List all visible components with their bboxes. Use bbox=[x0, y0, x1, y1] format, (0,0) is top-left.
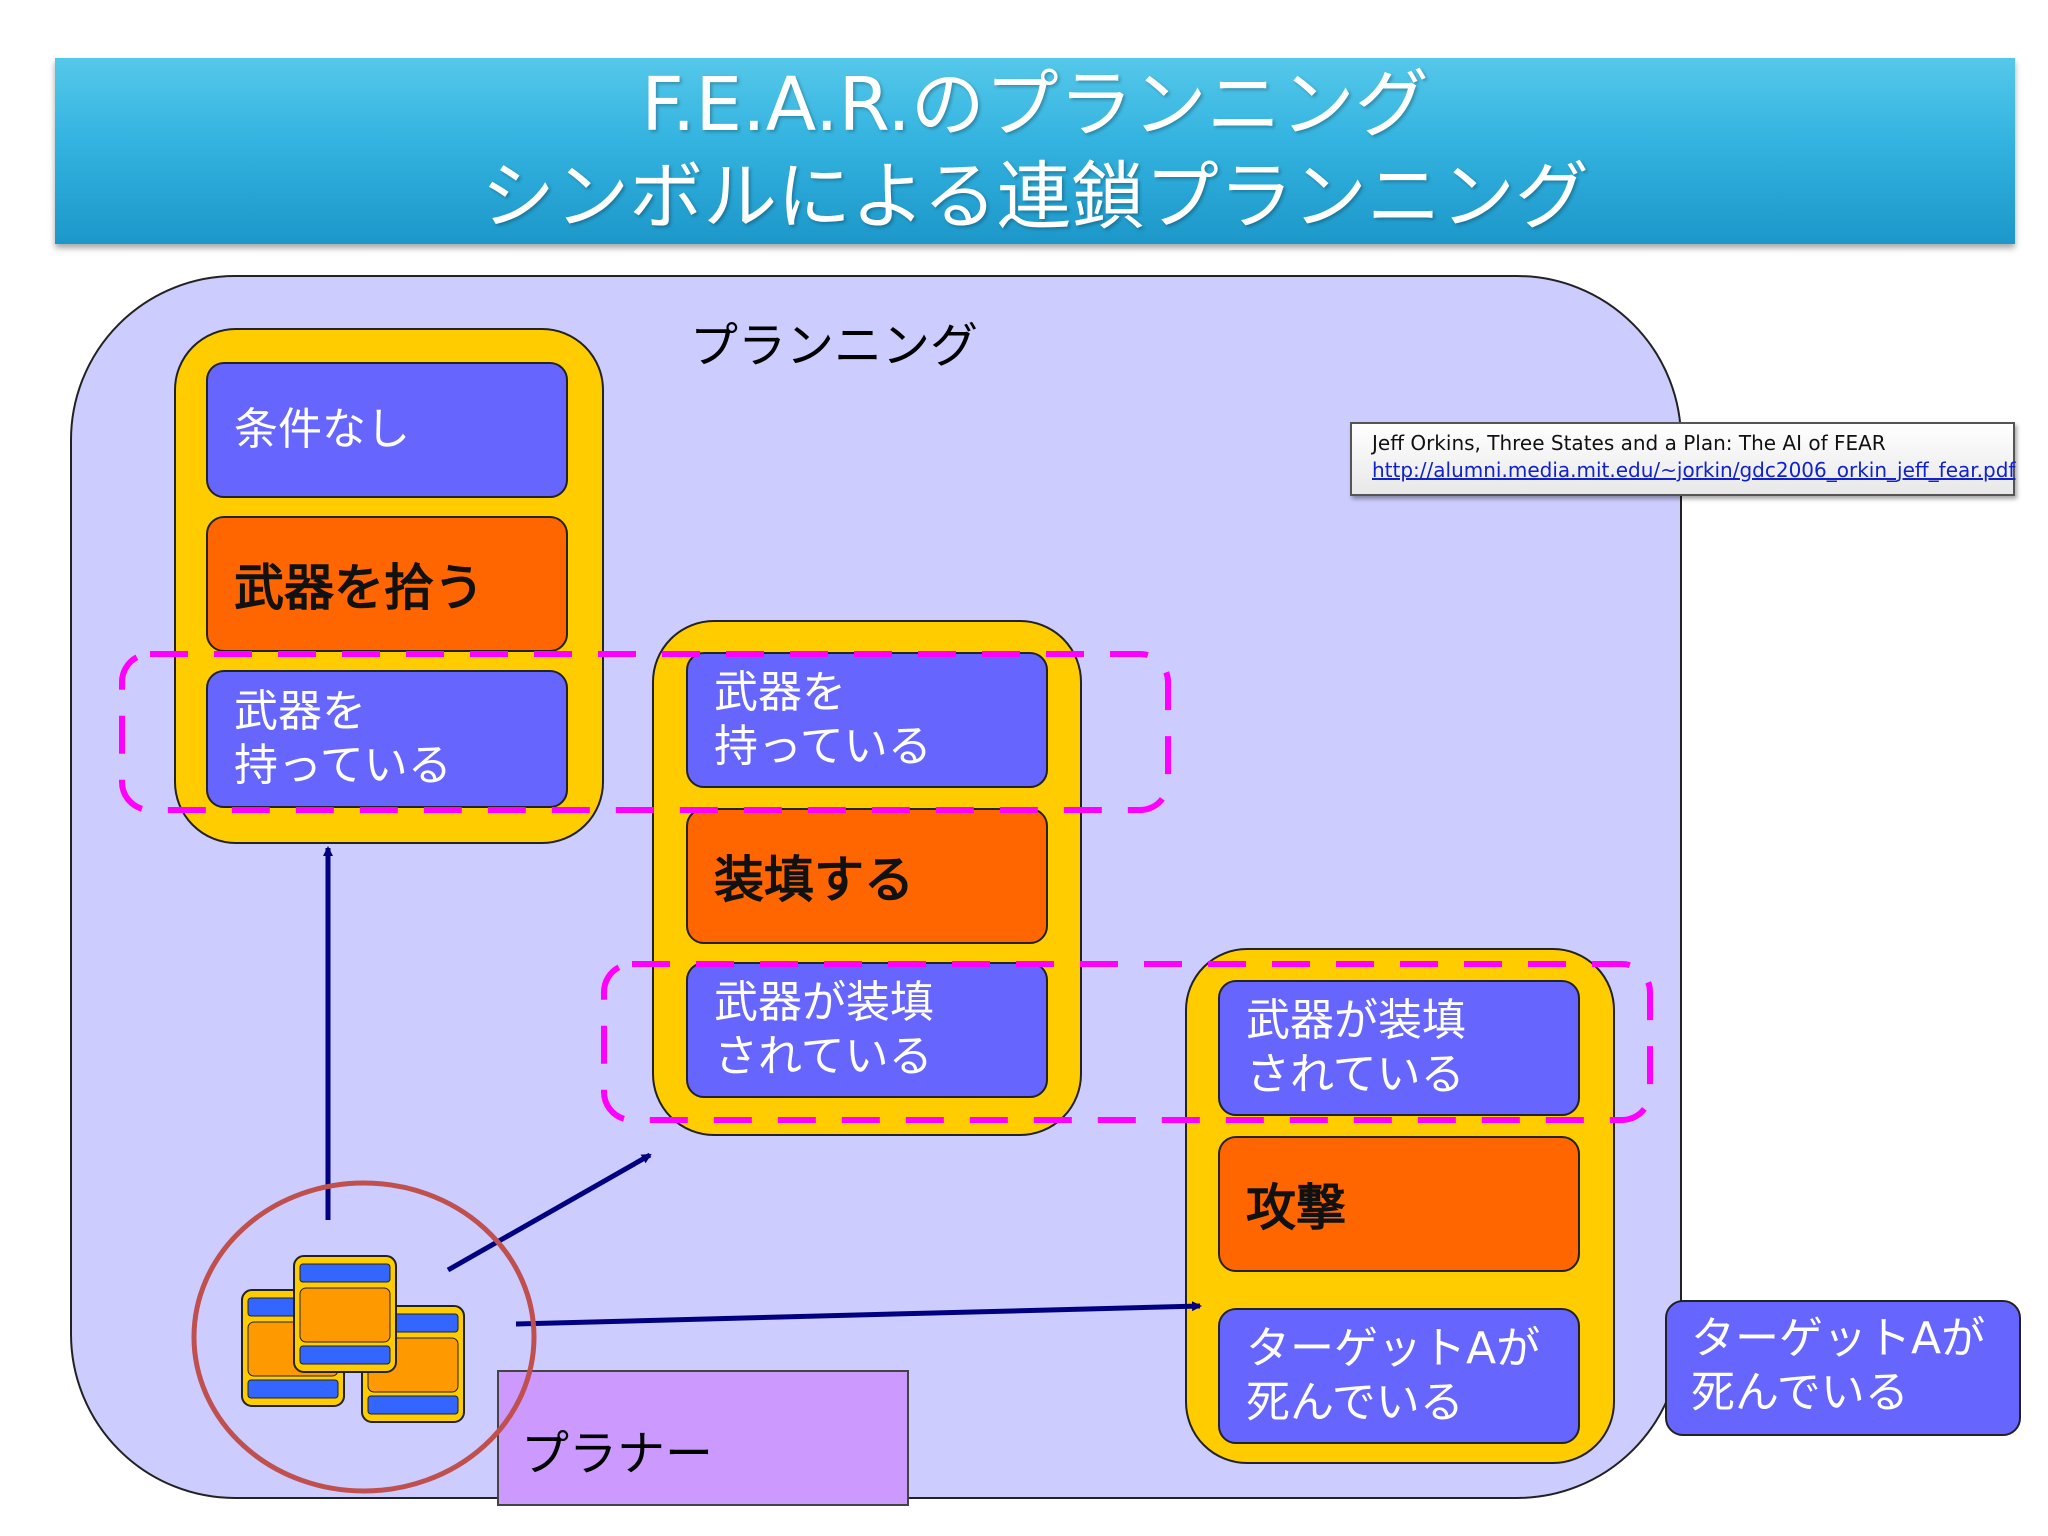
planner-circle bbox=[191, 1180, 537, 1494]
precondition-box: 条件なし bbox=[206, 362, 568, 498]
precondition-text: 武器が装填 されている bbox=[1246, 995, 1466, 1100]
effect-box: 武器を 持っている bbox=[206, 670, 568, 808]
precondition-box: 武器が装填 されている bbox=[1218, 980, 1580, 1116]
action-text: 攻撃 bbox=[1246, 1179, 1346, 1237]
goal-state-box: ターゲットAが 死んでいる bbox=[1665, 1300, 2021, 1436]
citation-box: Jeff Orkins, Three States and a Plan: Th… bbox=[1350, 422, 2015, 496]
action-text: 装填する bbox=[714, 851, 914, 909]
title-banner: F.E.A.R.のプランニング シンボルによる連鎖プランニング bbox=[55, 58, 2015, 244]
planner-label: プラナー bbox=[497, 1370, 909, 1506]
effect-box: 武器が装填 されている bbox=[686, 962, 1048, 1098]
effect-text: 武器が装填 されている bbox=[714, 977, 934, 1082]
precondition-text: 武器を 持っている bbox=[714, 667, 932, 772]
arrow-to-attack bbox=[515, 1301, 1202, 1327]
action-box: 武器を拾う bbox=[206, 516, 568, 652]
citation-link[interactable]: http://alumni.media.mit.edu/~jorkin/gdc2… bbox=[1372, 458, 2016, 482]
citation-text: Jeff Orkins, Three States and a Plan: Th… bbox=[1372, 431, 1886, 455]
precondition-box: 武器を 持っている bbox=[686, 652, 1048, 788]
planning-area-label: プランニング bbox=[690, 318, 979, 374]
slide-title-line2: シンボルによる連鎖プランニング bbox=[481, 154, 1589, 240]
slide-title-line1: F.E.A.R.のプランニング bbox=[641, 62, 1429, 148]
action-text: 武器を拾う bbox=[234, 559, 484, 617]
effect-box: ターゲットAが 死んでいる bbox=[1218, 1308, 1580, 1444]
effect-text: 武器を 持っている bbox=[234, 686, 452, 791]
arrow-to-reload bbox=[446, 1152, 652, 1273]
effect-text: ターゲットAが 死んでいる bbox=[1246, 1323, 1541, 1428]
action-box: 攻撃 bbox=[1218, 1136, 1580, 1272]
chain-link-2 bbox=[601, 961, 1653, 1123]
action-box: 装填する bbox=[686, 808, 1048, 944]
precondition-text: 条件なし bbox=[234, 404, 410, 455]
stacked-cards-icon bbox=[241, 1255, 465, 1423]
chain-link-1 bbox=[119, 651, 1171, 813]
